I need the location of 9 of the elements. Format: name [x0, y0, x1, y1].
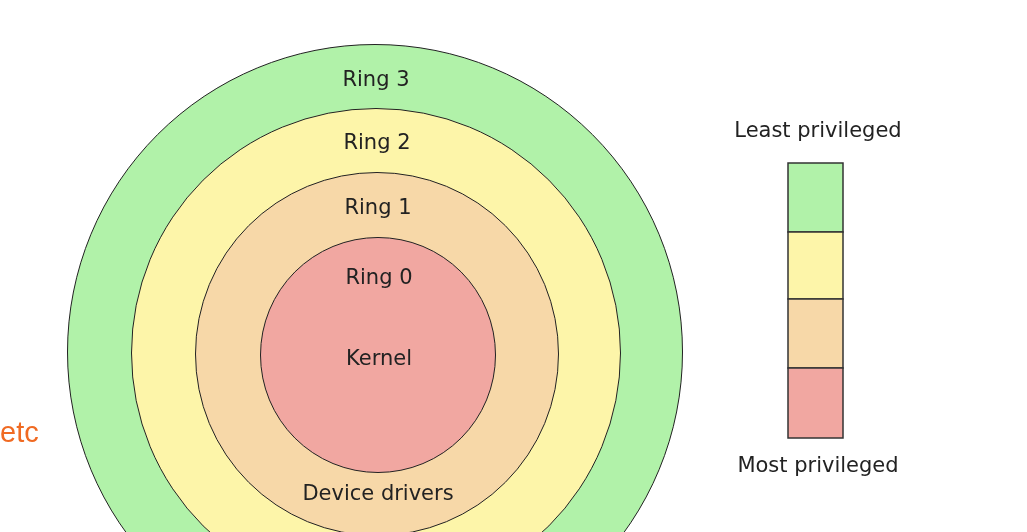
ring-description: Device drivers — [302, 483, 454, 504]
ring-name: Ring 3 — [342, 69, 410, 90]
scale-top-label: Least privileged — [734, 120, 902, 141]
scale-bottom-label: Most privileged — [737, 455, 899, 476]
ring-name: Ring 1 — [344, 197, 412, 218]
text-fragment: etc — [0, 418, 39, 447]
ring-description: Kernel — [346, 348, 412, 369]
ring-name: Ring 0 — [345, 267, 413, 288]
ring-name: Ring 2 — [343, 132, 411, 153]
